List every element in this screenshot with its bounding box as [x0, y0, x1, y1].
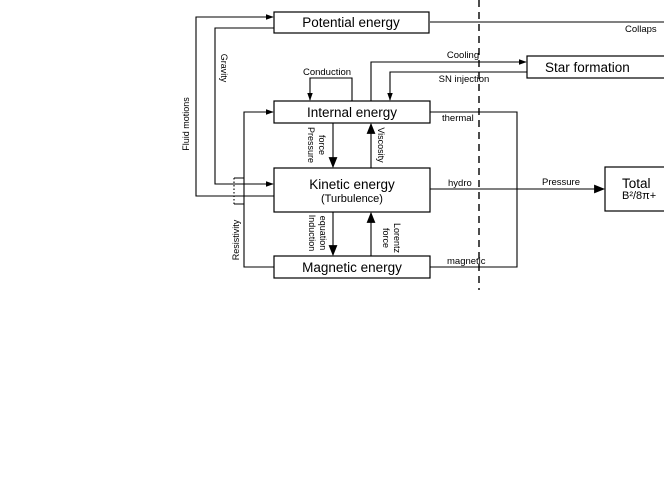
- total-energy-box: Total B²/8π+: [604, 166, 664, 212]
- kinetic-energy-label: Kinetic energy: [309, 177, 395, 192]
- total-energy-label: Total: [622, 176, 651, 191]
- thermal-label: thermal: [442, 113, 474, 124]
- hydro-label: hydro: [448, 178, 472, 189]
- internal-energy-label: Internal energy: [307, 105, 397, 120]
- sn-injection-label: SN injection: [439, 74, 490, 85]
- induction-label-1: Induction: [307, 215, 317, 252]
- star-formation-box: Star formation: [526, 55, 664, 79]
- magnetic-connector-label: magnetic: [447, 256, 486, 267]
- cooling-arrow: [370, 59, 527, 101]
- cooling-label: Cooling: [447, 50, 479, 61]
- collapse-label: Collaps: [625, 24, 657, 35]
- pressure-force-label-1: Pressure: [306, 127, 316, 163]
- resistivity-branch: [234, 177, 244, 205]
- resistivity-label: Resistivity: [231, 219, 241, 260]
- kinetic-energy-sublabel: (Turbulence): [321, 193, 383, 205]
- star-formation-label: Star formation: [545, 60, 630, 75]
- fluid-motions-label: Fluid motions: [181, 97, 191, 151]
- fluid-motions-arrow: [195, 14, 274, 197]
- potential-energy-box: Potential energy: [273, 11, 430, 34]
- induction-label-2: equation: [318, 216, 328, 251]
- magnetic-energy-box: Magnetic energy: [273, 255, 431, 279]
- total-energy-sublabel: B²/8π+: [622, 190, 656, 202]
- magnetic-energy-label: Magnetic energy: [302, 260, 402, 275]
- resistivity-arrow: [243, 109, 274, 268]
- potential-energy-label: Potential energy: [302, 15, 400, 30]
- viscosity-label: Viscosity: [376, 127, 386, 163]
- kinetic-energy-box: Kinetic energy (Turbulence): [273, 167, 431, 213]
- sn-injection-arrow: [387, 71, 527, 101]
- internal-energy-box: Internal energy: [273, 100, 431, 124]
- lorentz-force-label-1: Lorentz: [392, 223, 402, 254]
- conduction-label: Conduction: [303, 67, 351, 78]
- pressure-force-label-2: force: [317, 135, 327, 155]
- conduction-loop: [307, 77, 353, 101]
- lorentz-force-label-2: force: [381, 228, 391, 248]
- pressure-label: Pressure: [542, 177, 580, 188]
- gravity-label: Gravity: [219, 54, 229, 83]
